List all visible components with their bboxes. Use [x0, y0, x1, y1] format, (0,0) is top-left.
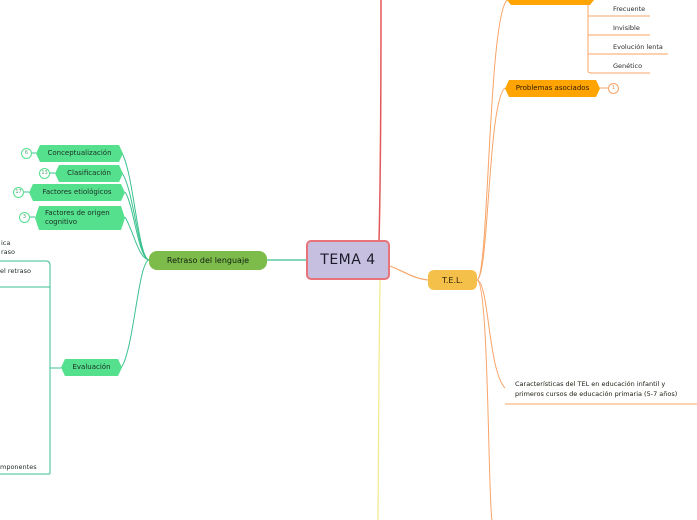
node-clasificacion[interactable]: Clasificación	[67, 169, 111, 177]
factores-cognitivo-shape	[35, 206, 125, 230]
node-conceptualizacion[interactable]: Conceptualización	[47, 149, 112, 157]
clipped-text[interactable]: mponentes	[0, 463, 37, 471]
node-factores-etiologicos[interactable]: Factores etiológicos	[42, 188, 112, 196]
count-badge[interactable]: 17	[13, 187, 24, 198]
problemas-shape	[505, 80, 600, 97]
clipped-text[interactable]: raso	[1, 248, 16, 256]
clipped-text[interactable]: el retraso	[0, 267, 31, 275]
count-badge[interactable]: 1	[608, 83, 619, 94]
count-badge[interactable]: 6	[21, 148, 32, 159]
central-topic-label: TEMA 4	[320, 252, 376, 268]
subitem-evolucion-lenta[interactable]: Evolución lenta	[613, 43, 663, 51]
factores-etiologicos-shape	[29, 184, 125, 201]
clasificacion-shape	[55, 165, 123, 182]
central-topic[interactable]: TEMA 4	[306, 240, 390, 280]
evaluacion-shape	[61, 359, 122, 376]
subitem-genetico[interactable]: Genético	[613, 62, 643, 70]
tel-label: T.E.L.	[441, 275, 464, 285]
node-problemas-asociados[interactable]: Problemas asociados	[515, 84, 590, 92]
conceptualizacion-shape	[36, 145, 123, 162]
clipped-text[interactable]: ica	[1, 239, 11, 247]
node-caracteristicas-tel[interactable]: Características del TEL en educación inf…	[515, 380, 678, 398]
node-factores-cognitivo[interactable]: Factores de origen cognitivo	[45, 209, 110, 226]
count-badge[interactable]: 13	[39, 168, 50, 179]
tel-node[interactable]: T.E.L.	[428, 270, 477, 290]
subitem-frecuente[interactable]: Frecuente	[613, 5, 646, 13]
subitem-invisible[interactable]: Invisible	[613, 24, 640, 32]
retraso-label: Retraso del lenguaje	[166, 256, 250, 265]
retraso-node[interactable]: Retraso del lenguaje	[149, 251, 267, 270]
count-badge[interactable]: 3	[19, 212, 30, 223]
node-evaluacion[interactable]: Evaluación	[72, 363, 111, 371]
